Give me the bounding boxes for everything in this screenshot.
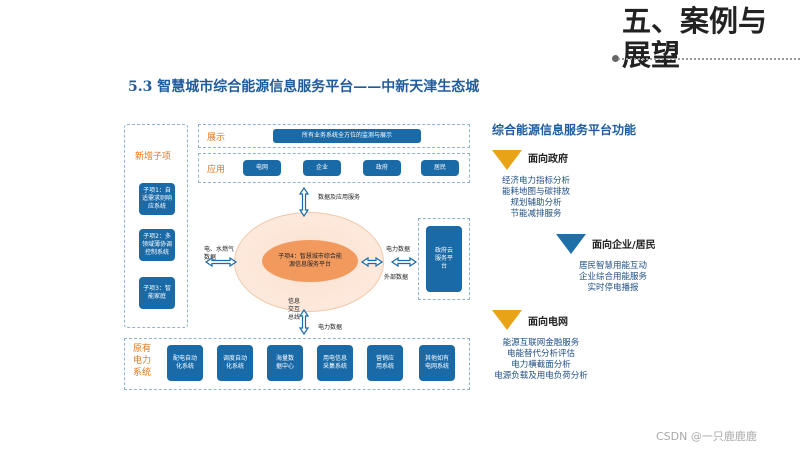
label-data-app-service: 数据及应用服务 xyxy=(318,194,361,201)
sub-item-1: 子项1：自适需求则响应系统 xyxy=(139,183,175,215)
functions-title: 综合能源信息服务平台功能 xyxy=(492,123,637,137)
arrow-bottom-vertical xyxy=(298,308,310,336)
display-label: 展示 xyxy=(207,133,226,143)
apply-grid-label: 电网 xyxy=(255,164,268,171)
label-external-data: 外部数据 xyxy=(384,274,409,281)
apply-residents: 居民 xyxy=(421,160,459,176)
arrow-left-horizontal xyxy=(204,256,238,268)
watermark: CSDN @一只鹿鹿鹿 xyxy=(656,430,757,443)
group-grid-list: 能源互联网金融服务 电能替代分析评估 电力横截面分析 电源负载及用电负荷分析 xyxy=(486,338,596,382)
existing-power-layer: 原有电力系统 配电自动化系统 调度自动化系统 海量数据中心 用电信息采集系统 营… xyxy=(124,338,470,390)
application-layer: 应用 电网 企业 政府 居民 xyxy=(198,153,470,183)
label-power-data-bottom: 电力数据 xyxy=(318,324,343,331)
sub-item-2: 子项2：多领域薄协调控制系统 xyxy=(139,229,175,261)
apply-government-label: 政府 xyxy=(375,164,388,171)
sub-item-3: 子项3：智能家庭 xyxy=(139,277,175,309)
arrow-right-to-gov xyxy=(390,256,418,268)
apply-government: 政府 xyxy=(363,160,401,176)
sub-item-2-label: 子项2：多领域薄协调控制系统 xyxy=(141,233,172,256)
apply-enterprise-label: 企业 xyxy=(315,164,328,171)
label-power-data-right: 电力数据 xyxy=(386,246,411,253)
enterprise-item-3: 实时停电播报 xyxy=(587,283,639,293)
core-node-label: 子项4：智慧城市综合能源信息服务平台 xyxy=(278,253,342,268)
existing-item-5-label: 营销应用系统 xyxy=(375,355,394,370)
triangle-enterprise-icon xyxy=(556,234,586,254)
dotted-divider xyxy=(618,58,800,60)
display-bar: 所有业务系统全方位的监测与展示 xyxy=(273,129,421,143)
grid-item-4: 电源负载及用电负荷分析 xyxy=(494,371,588,381)
apply-residents-label: 居民 xyxy=(433,164,446,171)
divider-dot xyxy=(612,55,619,62)
sub-item-1-label: 子项1：自适需求则响应系统 xyxy=(141,187,172,210)
existing-label: 原有电力系统 xyxy=(133,344,152,378)
label-info-exchange: 信息交互总线 xyxy=(288,298,301,321)
grid-item-3: 电力横截面分析 xyxy=(511,360,571,370)
new-sub-label: 新增子项 xyxy=(135,152,172,162)
architecture-diagram: 新增子项 子项1：自适需求则响应系统 子项2：多领域薄协调控制系统 子项3：智能… xyxy=(122,120,474,392)
arrow-right-horizontal xyxy=(360,256,384,268)
gov-platform-panel xyxy=(418,218,470,300)
grid-item-2: 电能替代分析评估 xyxy=(506,349,575,359)
gov-platform-label: 政府云服务平台 xyxy=(434,247,453,270)
section-title: 五、案例与展望 xyxy=(622,4,768,72)
slide-title: 5.3 智慧城市综合能源信息服务平台——中新天津生态城 xyxy=(128,79,480,95)
triangle-grid-icon xyxy=(492,310,522,330)
arrow-top-vertical xyxy=(298,186,310,218)
display-bar-label: 所有业务系统全方位的监测与展示 xyxy=(301,132,392,139)
label-elec-water-gas: 电、水燃气数据 xyxy=(204,246,235,261)
group-grid-label: 面向电网 xyxy=(528,317,568,328)
existing-item-5: 营销应用系统 xyxy=(367,345,403,381)
existing-item-4-label: 用电信息采集系统 xyxy=(322,355,347,370)
group-gov-list: 经济电力指标分析 能耗地图与碳排放 规划辅助分析 节能减排服务 xyxy=(494,176,578,220)
apply-grid: 电网 xyxy=(243,160,281,176)
sub-item-3-label: 子项3：智能家庭 xyxy=(143,285,171,300)
apply-label: 应用 xyxy=(207,165,226,175)
enterprise-item-2: 企业综合用能服务 xyxy=(578,272,647,282)
triangle-gov-icon xyxy=(492,150,522,170)
existing-item-3: 海量数据中心 xyxy=(267,345,303,381)
display-layer: 展示 所有业务系统全方位的监测与展示 xyxy=(198,124,470,148)
apply-enterprise: 企业 xyxy=(303,160,341,176)
group-enterprise-list: 居民智慧用能互动 企业综合用能服务 实时停电播报 xyxy=(568,261,658,294)
existing-item-2-label: 调度自动化系统 xyxy=(222,355,247,370)
gov-platform-box: 政府云服务平台 xyxy=(426,226,462,292)
group-enterprise-label: 面向企业/居民 xyxy=(592,240,656,251)
existing-item-6: 其他如有电网系统 xyxy=(419,345,455,381)
enterprise-item-1: 居民智慧用能互动 xyxy=(578,261,647,271)
existing-item-2: 调度自动化系统 xyxy=(217,345,253,381)
existing-item-1: 配电自动化系统 xyxy=(167,345,203,381)
diagram-arrows xyxy=(204,186,418,336)
existing-item-1-label: 配电自动化系统 xyxy=(172,355,197,370)
core-node: 子项4：智慧城市综合能源信息服务平台 xyxy=(262,240,358,282)
gov-item-3: 规划辅助分析 xyxy=(510,198,562,208)
group-gov-label: 面向政府 xyxy=(528,154,568,165)
gov-item-4: 节能减排服务 xyxy=(510,209,562,219)
gov-item-1: 经济电力指标分析 xyxy=(501,176,570,186)
new-sub-panel: 新增子项 子项1：自适需求则响应系统 子项2：多领域薄协调控制系统 子项3：智能… xyxy=(124,124,188,328)
grid-item-1: 能源互联网金融服务 xyxy=(502,338,580,348)
existing-item-6-label: 其他如有电网系统 xyxy=(424,355,449,370)
existing-item-4: 用电信息采集系统 xyxy=(317,345,353,381)
gov-item-2: 能耗地图与碳排放 xyxy=(501,187,570,197)
existing-item-3-label: 海量数据中心 xyxy=(275,355,294,370)
